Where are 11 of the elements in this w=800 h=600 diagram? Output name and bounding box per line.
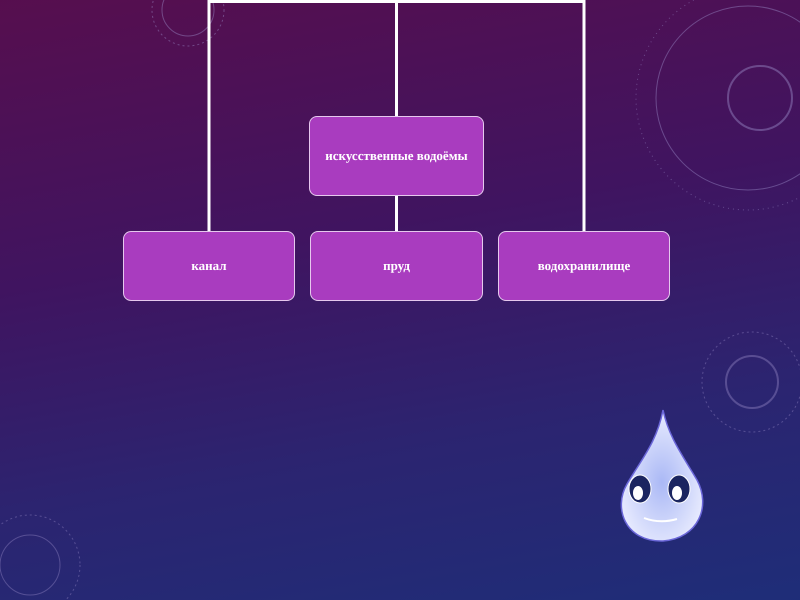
- category-box: [310, 231, 483, 301]
- box-label: канал: [190, 256, 228, 275]
- box-label: искусственные водоёмы: [324, 146, 469, 165]
- connector-line: [396, 0, 586, 231]
- connector-line: [395, 196, 398, 231]
- box-label: пруд: [382, 256, 411, 275]
- category-box: [123, 231, 295, 301]
- box-label: водохранилище: [536, 256, 632, 275]
- category-box: [309, 116, 484, 196]
- category-box: [498, 231, 670, 301]
- connector-line: [395, 0, 398, 116]
